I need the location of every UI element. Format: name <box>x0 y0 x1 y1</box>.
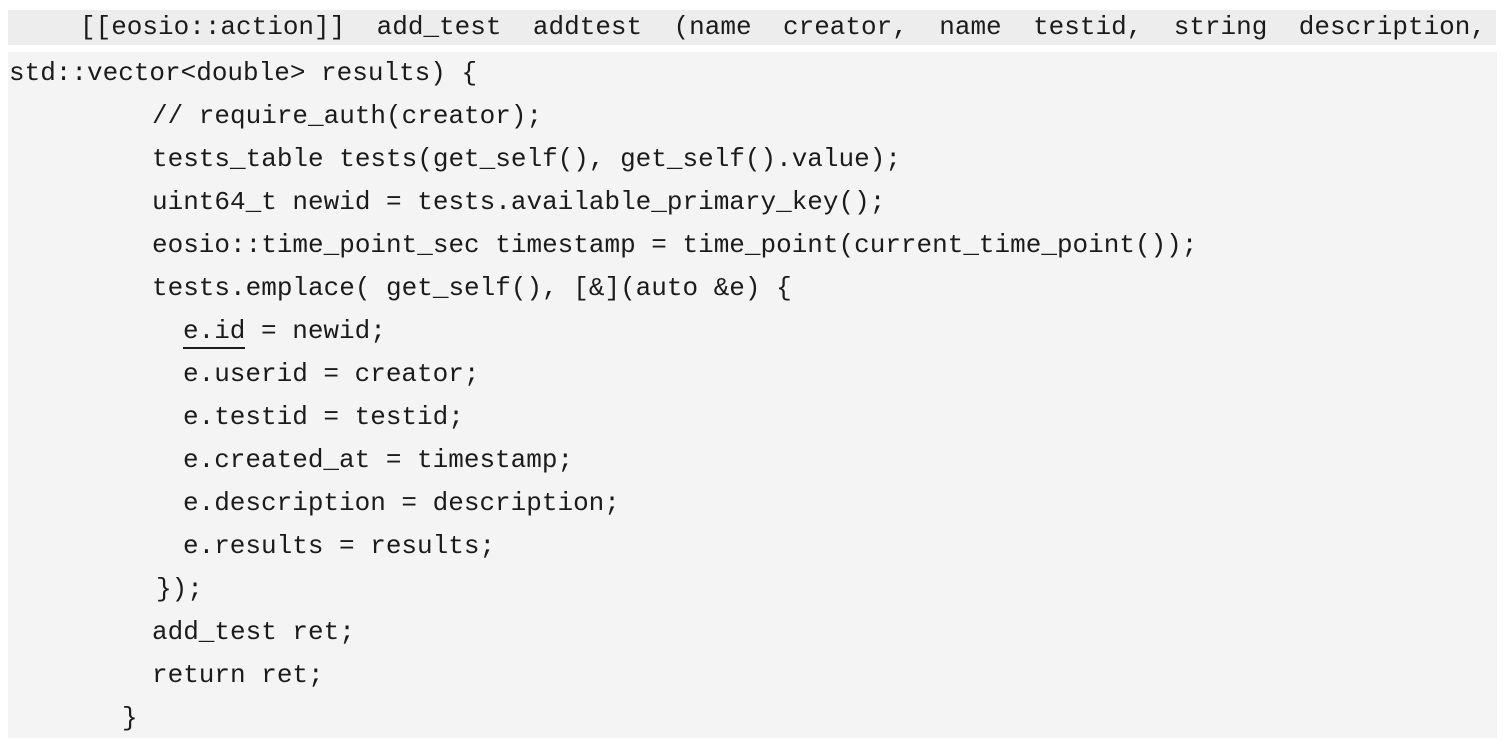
code-line: add_test ret; <box>152 617 355 647</box>
code-line: tests_table tests(get_self(), get_self()… <box>152 144 901 174</box>
code-text: = newid; <box>245 316 386 346</box>
code-line: tests.emplace( get_self(), [&](auto &e) … <box>152 273 792 303</box>
code-line: e.description = description; <box>183 488 620 518</box>
code-line: uint64_t newid = tests.available_primary… <box>152 187 886 217</box>
highlighted-line-band: [[eosio::action]] add_test addtest (name… <box>8 10 1496 45</box>
code-line: return ret; <box>152 660 324 690</box>
code-line: e.id = newid; <box>8 310 1497 353</box>
underlined-code-text: e.id <box>183 316 246 349</box>
code-block: std::vector<double> results) {// require… <box>8 52 1497 738</box>
code-line: } <box>122 703 138 733</box>
code-line: eosio::time_point_sec timestamp = time_p… <box>152 230 1198 260</box>
code-line: e.userid = creator; <box>183 359 480 389</box>
code-line: e.results = results; <box>183 531 496 561</box>
code-line: e.created_at = timestamp; <box>183 445 574 475</box>
code-line: std::vector<double> results) { <box>9 58 478 88</box>
code-line: }); <box>156 574 203 604</box>
code-line-highlighted: [[eosio::action]] add_test addtest (name… <box>80 12 1486 42</box>
code-line: e.testid = testid; <box>183 402 464 432</box>
code-line: // require_auth(creator); <box>152 101 543 131</box>
